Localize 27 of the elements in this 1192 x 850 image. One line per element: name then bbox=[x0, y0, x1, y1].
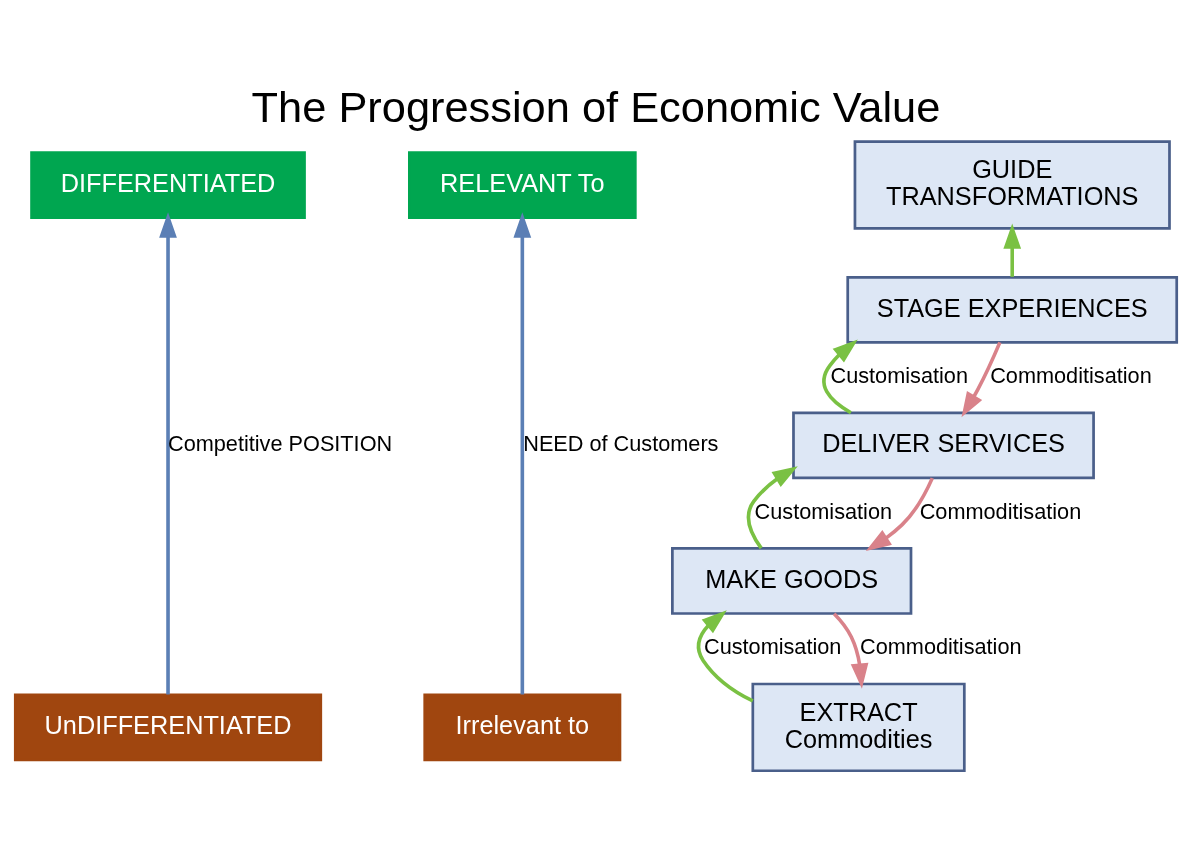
arrow bbox=[159, 211, 177, 694]
node-box: EXTRACT Commodities bbox=[751, 682, 966, 772]
arrow bbox=[961, 341, 1002, 417]
node-box: GUIDE TRANSFORMATIONS bbox=[853, 139, 1171, 230]
node-box: RELEVANT To bbox=[408, 150, 637, 219]
node-box: Irrelevant to bbox=[423, 693, 622, 761]
edge-label: Customisation bbox=[703, 633, 842, 659]
edge-label: Customisation bbox=[830, 362, 968, 388]
arrow bbox=[696, 609, 754, 703]
edge-label: Commoditisation bbox=[919, 498, 1082, 524]
diagram-title: The Progression of Economic Value bbox=[251, 82, 941, 131]
arrow bbox=[865, 476, 934, 551]
edge-label: Customisation bbox=[754, 498, 893, 524]
arrow bbox=[832, 612, 869, 689]
edge-label: NEED of Customers bbox=[523, 430, 719, 456]
node-box: UnDIFFERENTIATED bbox=[13, 693, 323, 761]
arrow bbox=[513, 211, 532, 694]
node-box: MAKE GOODS bbox=[671, 546, 913, 615]
edge-label: Competitive POSITION bbox=[168, 430, 393, 456]
arrow bbox=[746, 465, 798, 549]
node-box: STAGE EXPERIENCES bbox=[846, 275, 1179, 344]
edge-label: Commoditisation bbox=[990, 362, 1152, 388]
node-box: DELIVER SERVICES bbox=[792, 411, 1095, 479]
arrow bbox=[822, 338, 858, 414]
arrow bbox=[1003, 222, 1022, 277]
edge-label: Commoditisation bbox=[860, 633, 1022, 659]
node-box: DIFFERENTIATED bbox=[30, 150, 306, 219]
